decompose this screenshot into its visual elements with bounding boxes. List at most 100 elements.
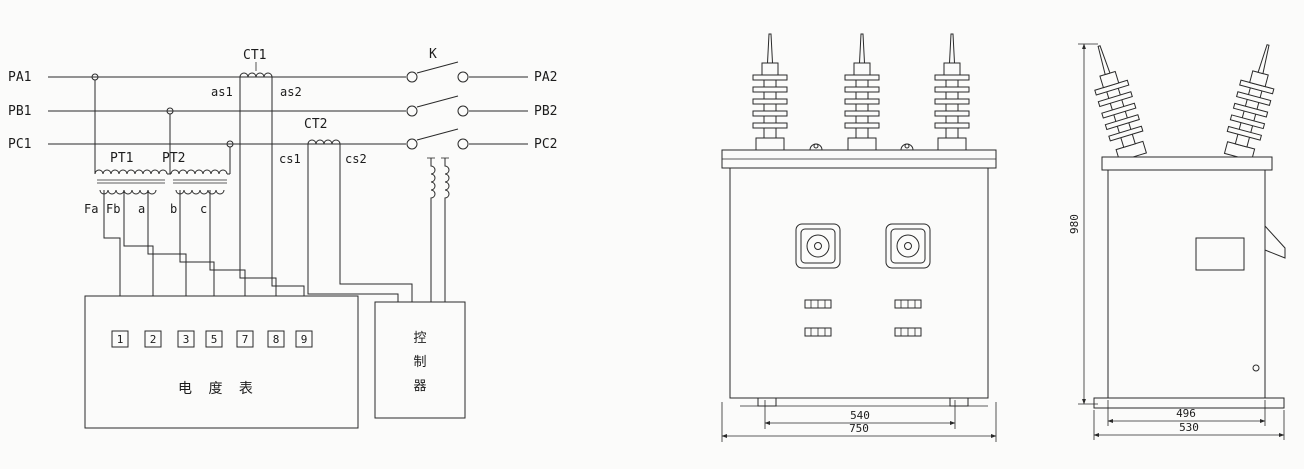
pt1-label: PT1 xyxy=(110,151,133,166)
meter-terminal-7 xyxy=(236,330,254,348)
ct1-s1-label: as1 xyxy=(211,85,233,99)
ct2-s2-label: cs2 xyxy=(345,152,367,166)
ct1-label: CT1 xyxy=(243,48,266,63)
dimension-540: 540 xyxy=(764,400,956,429)
coil-conductor-left xyxy=(430,158,436,302)
pt-terminal-a-label: a xyxy=(138,202,145,216)
ct2-transformer: CT2 cs1 cs2 xyxy=(279,117,367,166)
phase-line-a: PA1 PA2 xyxy=(8,61,557,85)
switch-k-label: K xyxy=(429,47,437,62)
meter-label: 电 度 表 xyxy=(178,381,259,397)
pt-terminal-b-label: b xyxy=(170,202,177,216)
ct1-winding xyxy=(239,72,273,78)
switch-blade xyxy=(416,61,459,74)
base-channel xyxy=(1093,397,1285,409)
switch-contact xyxy=(457,138,469,150)
dim-530-text: 530 xyxy=(1179,421,1199,434)
dim-540-text: 540 xyxy=(850,409,870,422)
phase-a-in-label: PA1 xyxy=(8,70,31,85)
phase-b-in-label: PB1 xyxy=(8,104,31,119)
tank-body xyxy=(729,167,989,399)
transformer-side-view: 980 496 530 xyxy=(1068,40,1286,440)
meter-terminal-9 xyxy=(295,330,313,348)
ct2-winding xyxy=(307,139,341,145)
inspection-port xyxy=(885,223,931,269)
wire-fb-t2 xyxy=(123,190,154,331)
switch-blade xyxy=(416,128,459,141)
wire-as2-t9 xyxy=(271,77,305,331)
controller-box: 控 制 器 xyxy=(374,301,466,419)
meter-terminal-8 xyxy=(267,330,285,348)
bushing-front-1 xyxy=(752,33,788,151)
lifting-lug xyxy=(900,143,914,151)
dim-980-text: 980 xyxy=(1068,214,1081,234)
pt2-primary-winding xyxy=(170,169,228,175)
meter-terminal-5 xyxy=(205,330,223,348)
pt2-secondary-winding xyxy=(175,189,225,195)
ct2-s1-label: cs1 xyxy=(279,152,301,166)
pt-terminal-c-label: c xyxy=(200,202,207,216)
bushing-side-2 xyxy=(1221,40,1285,162)
dim-496-text: 496 xyxy=(1176,407,1196,420)
meter-outline xyxy=(84,295,359,429)
terminal-number: 3 xyxy=(183,333,190,346)
wire-a-t3 xyxy=(147,190,187,331)
coil-conductor-right xyxy=(444,158,450,302)
dim-750-text: 750 xyxy=(849,422,869,435)
switch-contact xyxy=(406,105,418,117)
switch-contact xyxy=(406,138,418,150)
meter-terminal-3 xyxy=(177,330,195,348)
pt-terminal-fb-label: Fb xyxy=(106,202,120,216)
vent-strip xyxy=(894,327,922,337)
terminal-number: 7 xyxy=(242,333,249,346)
controller-outline xyxy=(374,301,466,419)
wire-cs2-controller xyxy=(339,144,413,302)
mounting-foot xyxy=(949,397,969,407)
switch-contact xyxy=(457,105,469,117)
terminal-number: 2 xyxy=(150,333,157,346)
pt2-label: PT2 xyxy=(162,151,185,166)
controller-char-3: 器 xyxy=(413,379,426,394)
inspection-port xyxy=(795,223,841,269)
dimension-750: 750 xyxy=(721,402,997,442)
bushing-side-1 xyxy=(1082,40,1150,163)
energy-meter-box: 1 2 3 5 7 8 9 电 度 表 xyxy=(84,295,359,429)
vent-strip xyxy=(804,327,832,337)
terminal-number: 1 xyxy=(117,333,124,346)
wire-cs1-controller xyxy=(307,144,399,302)
wiring-schematic: PA1 PA2 PB1 PB2 PC1 xyxy=(8,47,557,429)
switch-contact xyxy=(457,71,469,83)
dimension-530: 530 xyxy=(1093,410,1285,440)
terminal-number: 5 xyxy=(211,333,218,346)
pt-terminal-fa-label: Fa xyxy=(84,202,98,216)
vent-strip xyxy=(894,299,922,309)
transformer-front-view: 540 750 xyxy=(721,33,997,442)
drain-knob xyxy=(1252,364,1260,372)
meter-terminal-2 xyxy=(144,330,162,348)
secondary-wiring xyxy=(103,77,413,331)
terminal-number: 9 xyxy=(301,333,308,346)
ct1-transformer: CT1 as1 as2 xyxy=(211,48,302,99)
phase-line-b: PB1 PB2 xyxy=(8,95,557,119)
dimension-980: 980 xyxy=(1068,43,1098,405)
phase-c-in-label: PC1 xyxy=(8,137,31,152)
vent-strip xyxy=(804,299,832,309)
bushing-front-2 xyxy=(844,33,880,151)
phase-line-c: PC1 PC2 xyxy=(8,128,557,152)
mounting-foot xyxy=(757,397,777,407)
wire-fa-t1 xyxy=(103,190,121,331)
pt-transformers: PT1 PT2 Fa Fb a b c xyxy=(84,80,231,216)
controller-char-2: 制 xyxy=(413,355,426,370)
phase-b-out-label: PB2 xyxy=(534,104,557,119)
lifting-lug xyxy=(809,143,823,151)
terminal-number: 8 xyxy=(273,333,280,346)
side-bracket xyxy=(1264,224,1286,259)
ct1-s2-label: as2 xyxy=(280,85,302,99)
meter-terminal-1 xyxy=(111,330,129,348)
switch-contact xyxy=(406,71,418,83)
controller-char-1: 控 xyxy=(413,331,426,346)
phase-c-out-label: PC2 xyxy=(534,137,557,152)
phase-a-out-label: PA2 xyxy=(534,70,557,85)
